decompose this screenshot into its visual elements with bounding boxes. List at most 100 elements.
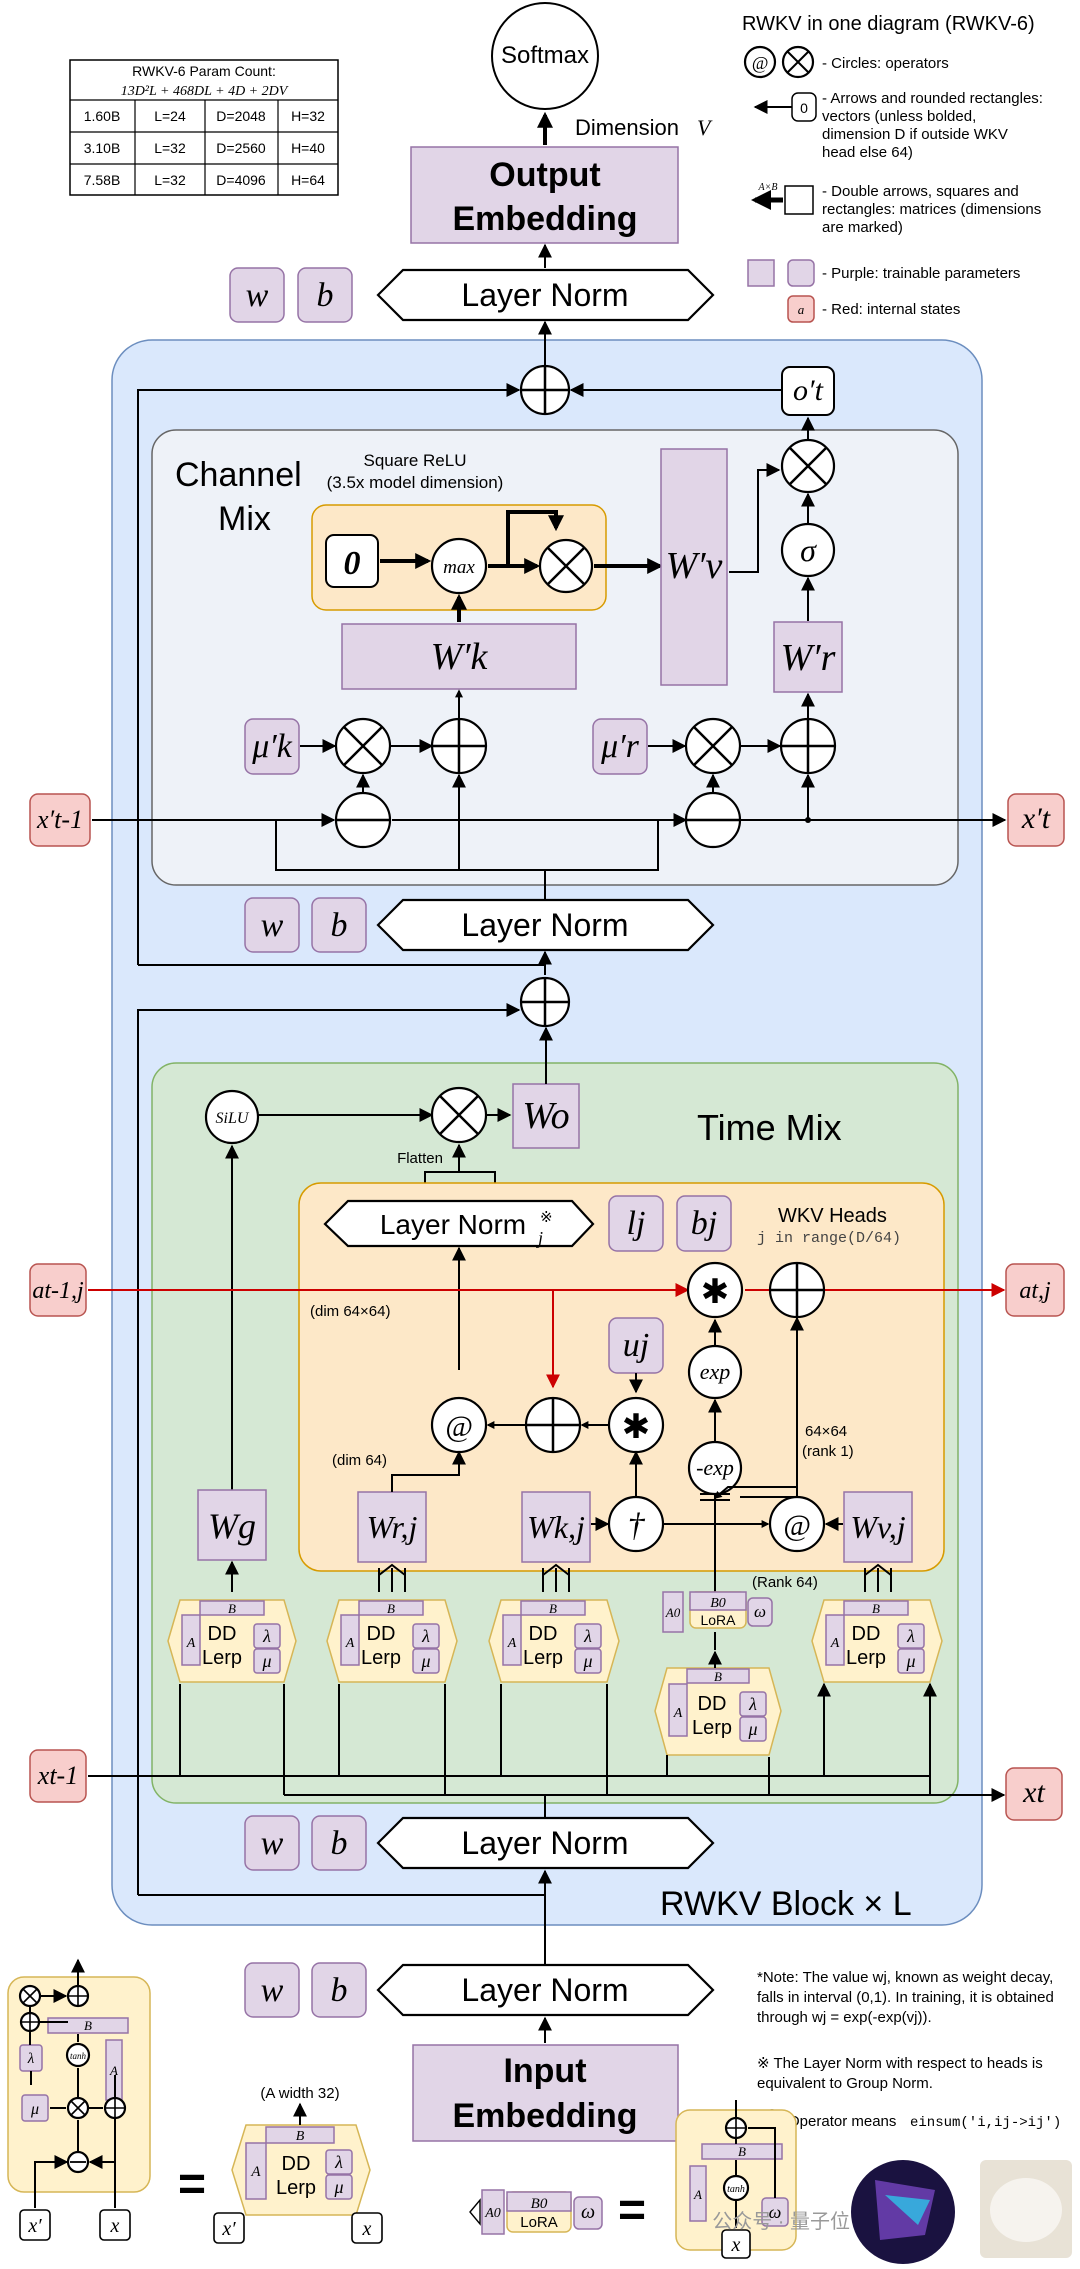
w-r-j [357,1491,427,1563]
silu-op [204,1089,260,1145]
dd-label: DD [698,1693,727,1715]
dd-lerp-w: A B DD Lerp λ μ [654,1650,782,1756]
lambda-label: λ [262,1626,271,1646]
param-table-formula: 13D²L + 468DL + 4D + 2DV [121,84,289,99]
output-section: Softmax Dimension V Output Embedding w b… [229,2,715,368]
mu-label: μ [747,1719,757,1739]
table-cell: L=24 [154,108,186,124]
output-emb-line1: Output [489,156,600,194]
x-label: x [362,2218,372,2240]
b-label: b [331,1972,348,2009]
table-cell: H=64 [291,172,325,188]
b-label: b [317,277,334,314]
block-layer-norm [376,1816,715,1870]
dd-lerp-symbol: A B DD Lerp λ μ x′ x [213,2102,383,2244]
table-cell: L=32 [154,172,186,188]
wkv-heads-label: WKV Heads [778,1205,887,1227]
A-label: A [507,1636,517,1651]
a0-label: A0 [484,2206,501,2221]
legend-purple: - Purple: trainable parameters [822,265,1020,282]
b-label: b [331,1825,348,1862]
B-label: B [228,1601,236,1616]
top-w-param [229,267,285,323]
legend-red: - Red: internal states [822,301,960,318]
note-line-1: *Note: The value wj, known as weight dec… [757,1969,1053,1986]
B-label: B [296,2129,305,2144]
x-label: x [731,2234,741,2256]
dimension-v: V [697,115,713,140]
group-norm-mark: ※ [540,1209,553,1226]
max-label: max [443,557,475,578]
input-emb-line2: Embedding [452,2097,637,2135]
A-label: A [693,2187,702,2202]
table-cell: H=32 [291,108,325,124]
w-label: w [246,277,269,314]
dagger-label: † [628,1507,646,1544]
groupnorm-note-2: equivalent to Group Norm. [757,2075,933,2092]
softmax-label: Softmax [501,42,589,69]
lambda-label: λ [583,1626,592,1646]
x-prime-prev [29,793,91,847]
wk-label: Wk,j [527,1509,585,1545]
B-label: B [738,2144,746,2159]
decay-lora: A0 B0 LoRA ω (Rank 64) [662,1574,818,1650]
head-layer-norm-label: Layer Norm [380,1209,526,1240]
mu-k-label: μ′k [251,728,293,765]
output-emb-line2: Embedding [452,200,637,238]
input-emb-line1: Input [503,2052,586,2090]
w-prime-r [773,621,843,693]
rank64-label: (Rank 64) [752,1574,818,1591]
x-prime-out [1007,793,1065,847]
x-prime-label: x′ [221,2218,236,2240]
rwkv-block-label: RWKV Block × L [660,1885,912,1923]
equals-sign-1: = [178,2158,206,2211]
b0-label: B0 [531,2196,548,2212]
lambda-label: λ [748,1694,757,1714]
w-prime-k [341,623,577,690]
w-v-j [843,1491,913,1563]
layer-norm-label: Layer Norm [461,277,628,313]
legend-axb: A×B [758,182,778,193]
w-label: w [261,907,284,944]
mu-label: μ [420,1651,430,1671]
lerp-label: Lerp [202,1647,242,1669]
operator-note-2: einsum('i,ij->ij') [910,2115,1061,2131]
legend: RWKV in one diagram (RWKV-6) @ - Circles… [742,13,1043,323]
A-label: A [830,1636,840,1651]
B-label: B [549,1601,557,1616]
w-label: w [261,1825,284,1862]
channel-mix-title-2: Mix [218,500,271,538]
a-prev-state [29,1263,87,1317]
lora-label: LoRA [700,1612,736,1628]
top-b-param [297,267,353,323]
a-width-label: (A width 32) [260,2085,339,2102]
table-cell: L=32 [154,140,186,156]
legend-circles: - Circles: operators [822,55,949,72]
param-count-table: RWKV-6 Param Count: 13D²L + 468DL + 4D +… [69,59,339,196]
square-relu-block: 0 max [311,504,664,611]
param-table-title: RWKV-6 Param Count: [132,63,276,79]
table-cell: D=4096 [216,172,266,188]
head-j-sub: j [536,1228,543,1248]
legend-zero: 0 [800,100,808,116]
A-label: A [186,1636,196,1651]
dimension-label: Dimension [575,115,679,140]
lerp-label: Lerp [692,1717,732,1739]
layer-norm-label: Layer Norm [461,907,628,943]
legend-title: RWKV in one diagram (RWKV-6) [742,13,1035,35]
b-j-param [676,1195,732,1252]
legend-arrows-2: vectors (unless bolded, [822,108,976,125]
a-prev-label: at-1,j [32,1278,84,1304]
rank1-1: 64×64 [805,1423,847,1440]
output-embedding [410,146,679,244]
lerp-label: Lerp [276,2177,316,2199]
sq-relu-1: Square ReLU [363,451,466,470]
legend-red-a: a [798,302,805,317]
at-symbol: @ [752,53,769,73]
at-operator-icon [743,45,777,79]
at-label: @ [783,1509,811,1542]
lj-label: lj [627,1205,646,1242]
x-prev-label: xt-1 [37,1761,78,1790]
B-label: B [872,1601,880,1616]
dd-lerp-g: A B DD Lerp λ μ [167,1599,297,1683]
